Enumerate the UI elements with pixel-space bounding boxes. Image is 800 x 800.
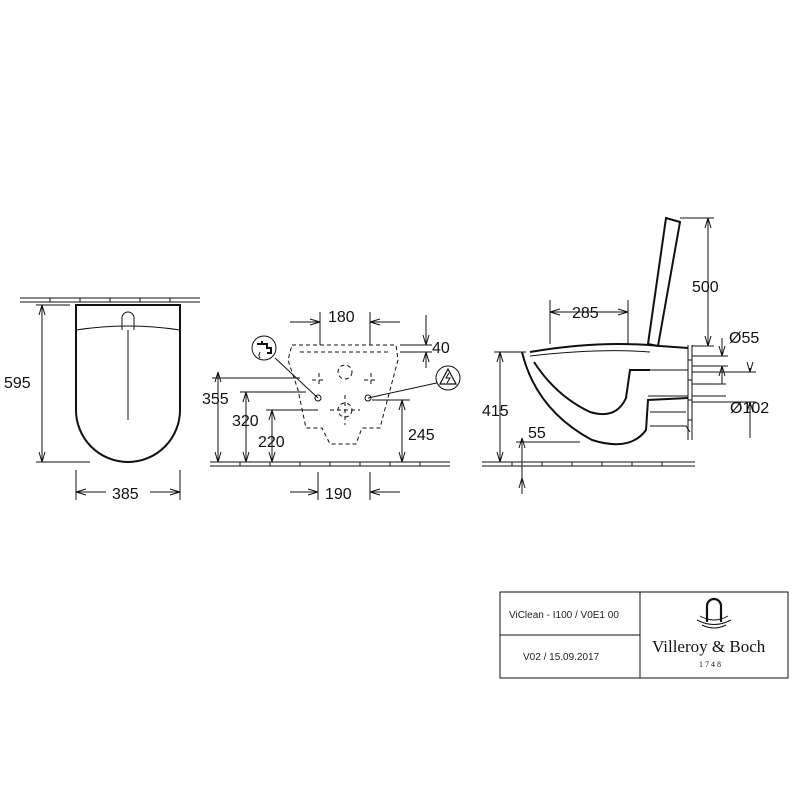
side-view: 285 415 500 55 Ø55 Ø102 <box>482 216 769 494</box>
side-inlet-diameter-label: Ø55 <box>729 330 759 347</box>
electric-inlet-hole <box>364 394 372 402</box>
mounting-bottom-width-label: 190 <box>325 486 352 503</box>
brand-name: Villeroy & Boch <box>652 637 766 656</box>
front-button <box>121 311 135 330</box>
mounting-h320-label: 320 <box>232 413 259 430</box>
villeroy-boch-logo: Villeroy & Boch 1748 <box>652 597 766 669</box>
side-seat-height-label: 415 <box>482 403 509 420</box>
wall-line-side <box>687 345 693 440</box>
water-inlet-hole <box>314 394 322 402</box>
mounting-h220-label: 220 <box>258 434 285 451</box>
bowl-outline <box>521 351 689 446</box>
side-length-label: 285 <box>572 305 599 322</box>
mounting-h245-label: 245 <box>408 427 435 444</box>
side-outlet-diameter-label: Ø102 <box>730 400 769 417</box>
front-body-outline <box>75 304 181 463</box>
product-code: ViClean - I100 / V0E1 00 <box>509 610 619 621</box>
side-offset-label: 55 <box>528 425 546 442</box>
front-width-label: 385 <box>112 486 139 503</box>
brand-year: 1748 <box>699 660 723 669</box>
lid <box>646 216 682 348</box>
front-view: 595 385 <box>4 297 200 503</box>
water-tap-icon <box>251 335 277 361</box>
version-date: V02 / 15.09.2017 <box>523 652 600 663</box>
title-block: ViClean - I100 / V0E1 00 V02 / 15.09.201… <box>499 591 789 679</box>
mounting-offset-label: 40 <box>432 340 450 357</box>
mounting-view: 180 40 355 320 220 245 190 <box>202 309 461 503</box>
floor-line-side <box>482 461 695 467</box>
electrical-warning-icon <box>435 365 461 391</box>
front-height-label: 595 <box>4 375 31 392</box>
side-lid-height-label: 500 <box>692 279 719 296</box>
mounting-top-width-label: 180 <box>328 309 355 326</box>
mounting-outline <box>287 344 399 445</box>
mounting-h355-label: 355 <box>202 391 229 408</box>
